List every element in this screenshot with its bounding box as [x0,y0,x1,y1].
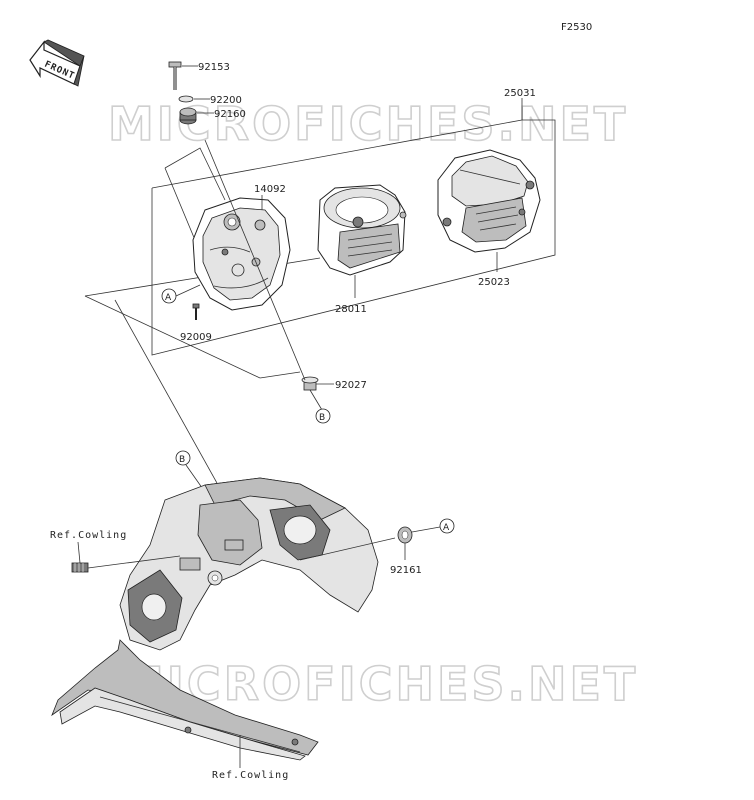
assembly-bracket-25031 [151,119,556,356]
collar-92027 [301,376,319,391]
meter-stay-bracket [51,477,379,761]
part-label-14092: 14092 [254,184,286,195]
screw-92009 [192,303,200,320]
callout-a-lower [439,518,455,534]
part-label-92027: 92027 [335,380,367,391]
part-label-92161: 92161 [390,565,422,576]
part-label-92009: 92009 [180,332,212,343]
callout-b-upper [315,408,331,424]
callout-a-lower-label: A [443,523,450,533]
callout-b-upper-label: B [319,413,325,423]
grommet-92160 [179,107,197,125]
ref-cowling-bottom: Ref.Cowling [212,770,289,781]
meter-cover-25023 [437,149,541,253]
ref-cowling-left: Ref.Cowling [50,530,127,541]
watermark-top: MICROFICHES.NET [108,97,628,151]
bolt-92153 [168,61,182,90]
part-label-25023: 25023 [478,277,510,288]
callout-b-lower-label: B [179,455,185,465]
callout-a-upper-label: A [165,293,172,303]
washer-92200 [178,95,194,103]
meter-unit-28011 [317,184,407,276]
part-label-28011: 28011 [335,304,367,315]
grommet-92161 [397,526,413,544]
callout-b-lower [175,450,191,466]
part-label-25031: 25031 [504,88,536,99]
part-label-92160: 92160 [214,109,246,120]
front-arrow-icon: FRONT [29,39,85,87]
part-label-92153: 92153 [198,62,230,73]
part-label-92200: 92200 [210,95,242,106]
meter-case-14092 [192,197,291,311]
clip-icon [71,562,89,573]
figure-code: F2530 [561,22,592,33]
